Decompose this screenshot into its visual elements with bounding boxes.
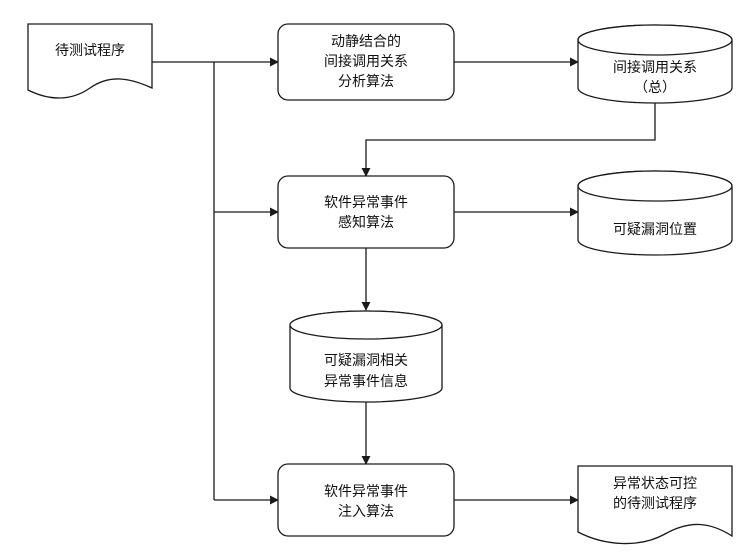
document-shape: [577, 465, 733, 545]
cylinder-top: [577, 170, 733, 202]
edge-total-to-perception: [361, 103, 656, 177]
node-program-under-test: 待测试程序: [27, 23, 153, 99]
process-box: [277, 23, 455, 101]
document-shape: [27, 23, 153, 99]
cylinder-top: [577, 24, 733, 56]
perception-label-line-2: 感知算法: [338, 214, 394, 231]
vuln-location-label: 可疑漏洞位置: [613, 222, 697, 238]
controllable-program-line-2: 的待测试程序: [613, 496, 697, 512]
node-suspicious-vuln-location: 可疑漏洞位置: [577, 170, 733, 256]
node-indirect-call-total: 间接调用关系 （总）: [577, 24, 733, 104]
indirect-call-total-line-1: 间接调用关系: [613, 59, 697, 76]
perception-label-line-1: 软件异常事件: [324, 195, 408, 211]
event-info-line-2: 异常事件信息: [324, 373, 408, 390]
process-box: [277, 463, 455, 537]
node-anomaly-injection: 软件异常事件 注入算法: [277, 463, 455, 537]
analysis-label-line-2: 间接调用关系: [324, 53, 408, 70]
analysis-label-line-1: 动静结合的: [331, 34, 401, 50]
node-static-dynamic-analysis: 动静结合的 间接调用关系 分析算法: [277, 23, 455, 101]
indirect-call-total-line-2: （总）: [634, 80, 676, 96]
edges: [152, 57, 656, 505]
controllable-program-line-1: 异常状态可控: [613, 476, 697, 492]
injection-label-line-1: 软件异常事件: [324, 484, 408, 500]
event-info-line-1: 可疑漏洞相关: [324, 353, 408, 369]
node-controllable-program: 异常状态可控 的待测试程序: [577, 465, 733, 545]
analysis-label-line-3: 分析算法: [338, 74, 394, 90]
injection-label-line-2: 注入算法: [338, 504, 394, 520]
process-box: [277, 175, 455, 249]
cylinder-top: [289, 310, 443, 340]
node-suspicious-event-info: 可疑漏洞相关 异常事件信息: [289, 310, 443, 403]
program-under-test-label: 待测试程序: [55, 43, 125, 59]
node-anomaly-perception: 软件异常事件 感知算法: [277, 175, 455, 249]
